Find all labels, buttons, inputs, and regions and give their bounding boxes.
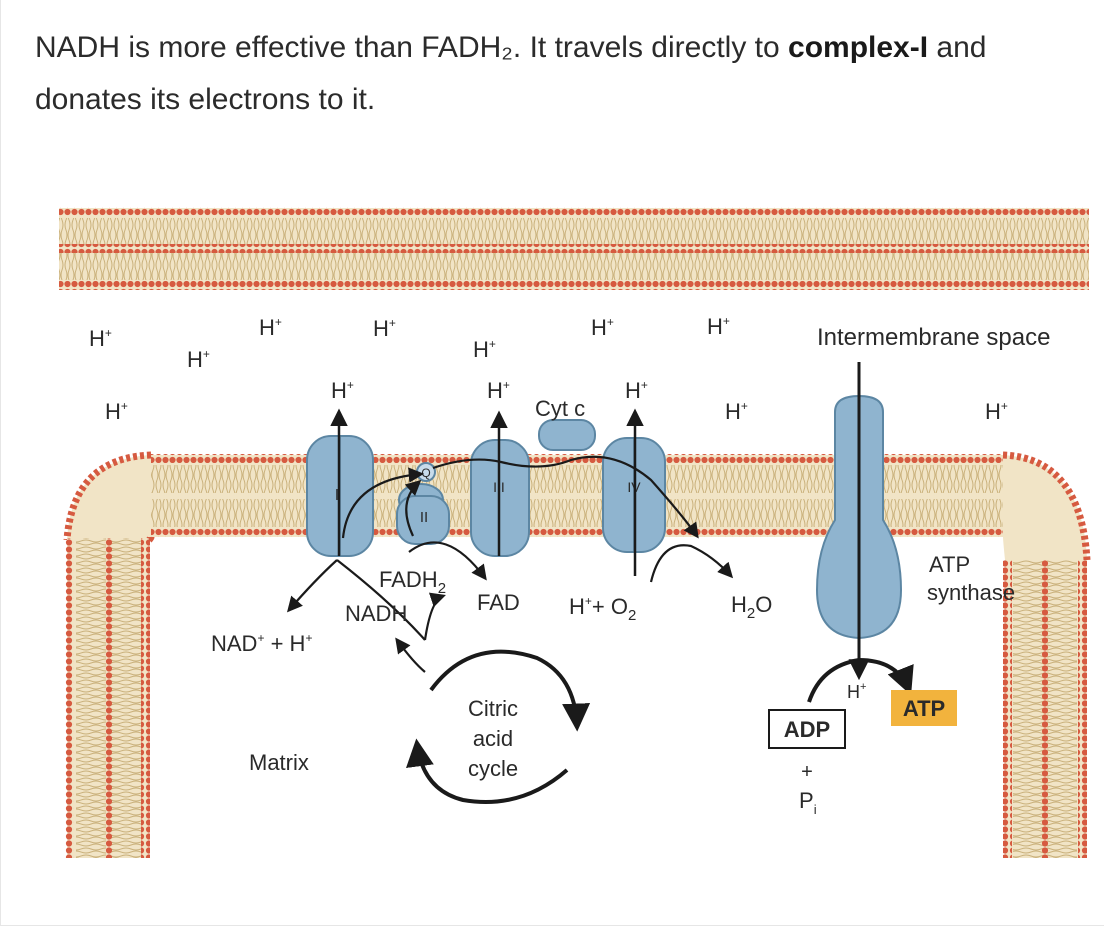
complex-ii-label: II [420,509,428,526]
atp-label: ATP [903,696,945,721]
citric-acid-cycle-label-line3: cycle [468,756,518,781]
h-plus-o2-label: H++ O2 [569,594,636,624]
outer-membrane [59,207,1089,290]
proton-label: H+ [625,378,648,403]
ubiquinone-q: Q [416,462,436,482]
atp-synthase-label-line1: ATP [929,552,970,577]
cyt-c-label: Cyt c [535,396,585,421]
pi-label: Pi [799,788,817,817]
fadh2-label: FADH2 [379,567,446,597]
atp-synthase-label-line2: synthase [927,580,1015,605]
electron-flow-arrows [286,455,734,673]
intermembrane-space-label: Intermembrane space [817,324,1050,351]
fad-label: FAD [477,590,520,615]
proton-label: H+ [331,378,354,403]
intro-paragraph: NADH is more effective than FADH₂. It tr… [35,22,1085,126]
proton-label: H+ [707,314,730,339]
proton-arrows [330,408,644,576]
cytochrome-c [538,419,596,451]
adp-box: ADP [768,709,846,749]
h2o-label: H2O [731,592,772,622]
proton-label: H+ [89,326,112,351]
citric-acid-cycle-label-line1: Citric [468,696,518,721]
intro-text-start: NADH is more effective than FADH₂. It tr… [35,31,789,64]
proton-label: H+ [487,378,510,403]
proton-label: H+ [473,337,496,362]
proton-label: H+ [373,316,396,341]
proton-label: H+ [187,347,210,372]
proton-label: H+ [847,681,866,702]
adp-label: ADP [784,717,830,742]
proton-label: H+ [725,399,748,424]
citric-acid-cycle-label-line2: acid [473,726,513,751]
atp-box: ATP [891,690,957,726]
matrix-label: Matrix [249,750,309,775]
complex-ii: II [396,483,450,545]
proton-label: H+ [259,315,282,340]
plus-sign: + [801,761,813,783]
intro-text-end: and donates its electrons to it. [35,31,987,116]
nadh-label: NADH [345,601,407,626]
inner-membrane [63,451,1091,858]
complex-i-label: I [335,487,339,504]
proton-label: H+ [985,399,1008,424]
proton-labels: H+ H+ H+ H+ H+ H+ H+ H+ H+ H+ H+ H+ H+ H… [89,314,1008,702]
intro-bold-complex: complex-I [788,31,929,64]
proton-label: H+ [591,315,614,340]
nad-plus-h-label: NAD+ + H+ [211,631,312,656]
q-label: Q [421,466,430,480]
citric-acid-cycle-arrows [406,649,914,804]
atp-synthase [815,362,903,681]
proton-label: H+ [105,399,128,424]
